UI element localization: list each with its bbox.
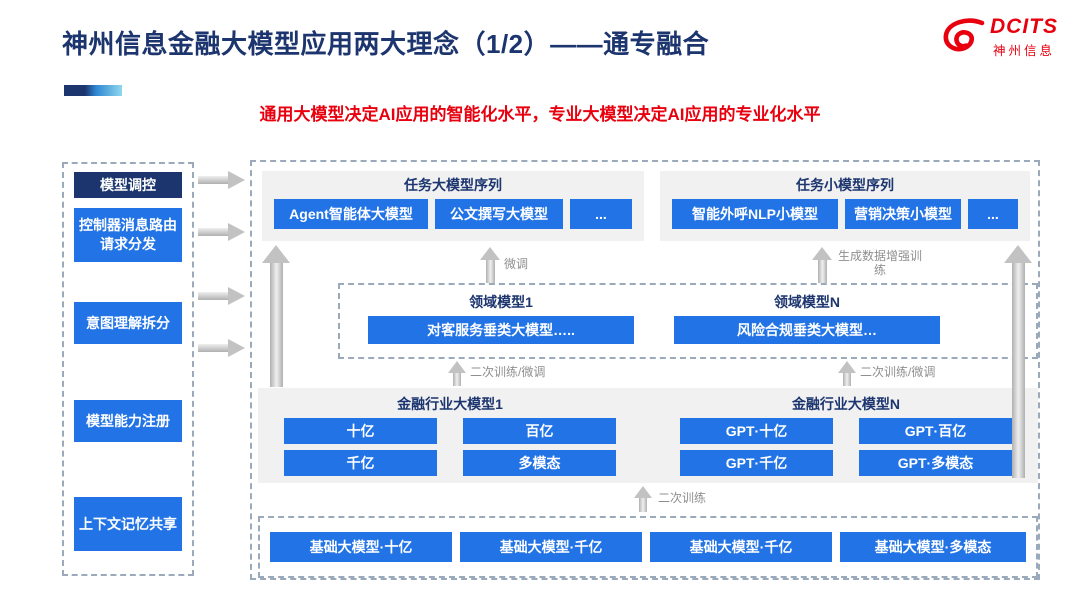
big-arrow-up-right-icon (1004, 245, 1032, 478)
sidebar-item-context-memory: 上下文记忆共享 (74, 497, 182, 551)
domain-models-section: 领域模型1 对客服务垂类大模型….. 领域模型N 风险合规垂类大模型… (338, 283, 1038, 359)
flow-arrow-right-3 (198, 287, 246, 305)
industry-model-n: 金融行业大模型N GPT·十亿 GPT·百亿 GPT·千亿 GPT·多模态 (668, 394, 1024, 483)
model-chip-risk-compliance: 风险合规垂类大模型… (674, 316, 940, 344)
page-title: 神州信息金融大模型应用两大理念（1/2）——通专融合 (62, 29, 710, 59)
task-small-model-section: 任务小模型序列 智能外呼NLP小模型 营销决策小模型 ... (660, 171, 1030, 241)
retrain-bottom-arrow-icon (634, 486, 652, 512)
model-chip-outbound-nlp: 智能外呼NLP小模型 (672, 199, 838, 229)
finetune-arrow-up-icon (480, 247, 500, 283)
domain-model-1-title: 领域模型1 (469, 294, 533, 310)
model-chip-gpt-1b: GPT·十亿 (680, 418, 833, 444)
domain-model-n: 领域模型N 风险合规垂类大模型… (662, 292, 952, 357)
model-chip-doc-writing: 公文撰写大模型 (435, 199, 563, 229)
model-chip-marketing: 营销决策小模型 (845, 199, 961, 229)
domain-model-n-title: 领域模型N (773, 294, 841, 310)
title-accent-bar (64, 85, 122, 96)
data-augment-arrow-up-icon (812, 247, 832, 283)
retrain-arrow-right-icon (838, 361, 856, 386)
model-chip-more-small: ... (968, 199, 1018, 229)
task-small-title: 任务小模型序列 (796, 177, 894, 193)
task-large-model-section: 任务大模型序列 Agent智能体大模型 公文撰写大模型 ... (262, 171, 644, 241)
logo: DCITS 神州信息 (939, 16, 1058, 59)
logo-company: 神州信息 (992, 44, 1055, 58)
task-large-title: 任务大模型序列 (404, 177, 502, 193)
industry-model-1-title: 金融行业大模型1 (397, 396, 503, 412)
diagram-container (250, 160, 1040, 580)
model-chip-customer-service: 对客服务垂类大模型….. (368, 316, 634, 344)
dcits-logo-icon (943, 18, 985, 52)
industry-model-1: 金融行业大模型1 十亿 百亿 千亿 多模态 (272, 394, 628, 483)
finetune-label: 微调 (504, 257, 529, 271)
retrain-finetune-left-label: 二次训练/微调 (470, 365, 546, 379)
base-models-section: 基础大模型·十亿 基础大模型·千亿 基础大模型·千亿 基础大模型·多模态 (258, 516, 1038, 578)
flow-arrow-right-1 (198, 171, 246, 189)
big-arrow-up-left-icon (262, 245, 290, 387)
model-chip-base-100b-b: 基础大模型·千亿 (650, 532, 832, 562)
industry-models-section: 金融行业大模型1 十亿 百亿 千亿 多模态 金融行业大模型N GPT·十亿 GP… (258, 388, 1038, 483)
model-chip-base-1b: 基础大模型·十亿 (270, 532, 452, 562)
flow-arrow-right-2 (198, 223, 246, 241)
retrain-arrow-left-icon (448, 361, 466, 386)
sidebar-item-intent-parsing: 意图理解拆分 (74, 302, 182, 344)
sidebar-item-message-routing: 控制器消息路由请求分发 (74, 208, 182, 262)
model-chip-gpt-100b: GPT·千亿 (680, 450, 833, 476)
domain-model-1: 领域模型1 对客服务垂类大模型….. (356, 292, 646, 357)
logo-name: DCITS (990, 15, 1058, 38)
retrain-finetune-right-label: 二次训练/微调 (860, 365, 936, 379)
sidebar-model-control: 模型调控 控制器消息路由请求分发 意图理解拆分 模型能力注册 上下文记忆共享 (62, 162, 194, 576)
sidebar-title: 模型调控 (74, 172, 182, 198)
model-chip-agent: Agent智能体大模型 (274, 199, 428, 229)
industry-model-n-title: 金融行业大模型N (791, 396, 901, 412)
model-chip-base-multimodal: 基础大模型·多模态 (840, 532, 1026, 562)
data-augment-label: 生成数据增强训练 (837, 249, 922, 277)
retrain-bottom-label: 二次训练 (658, 491, 707, 505)
flow-arrow-right-4 (198, 339, 246, 357)
model-chip-base-100b-a: 基础大模型·千亿 (460, 532, 642, 562)
model-chip-gpt-10b: GPT·百亿 (859, 418, 1012, 444)
slide-subtitle: 通用大模型决定AI应用的智能化水平，专业大模型决定AI应用的专业化水平 (259, 105, 821, 124)
model-chip-multimodal: 多模态 (463, 450, 616, 476)
model-chip-1b: 十亿 (284, 418, 437, 444)
sidebar-item-capability-register: 模型能力注册 (74, 400, 182, 442)
model-chip-100b: 千亿 (284, 450, 437, 476)
model-chip-10b: 百亿 (463, 418, 616, 444)
model-chip-more-large: ... (570, 199, 632, 229)
model-chip-gpt-multimodal: GPT·多模态 (859, 450, 1012, 476)
